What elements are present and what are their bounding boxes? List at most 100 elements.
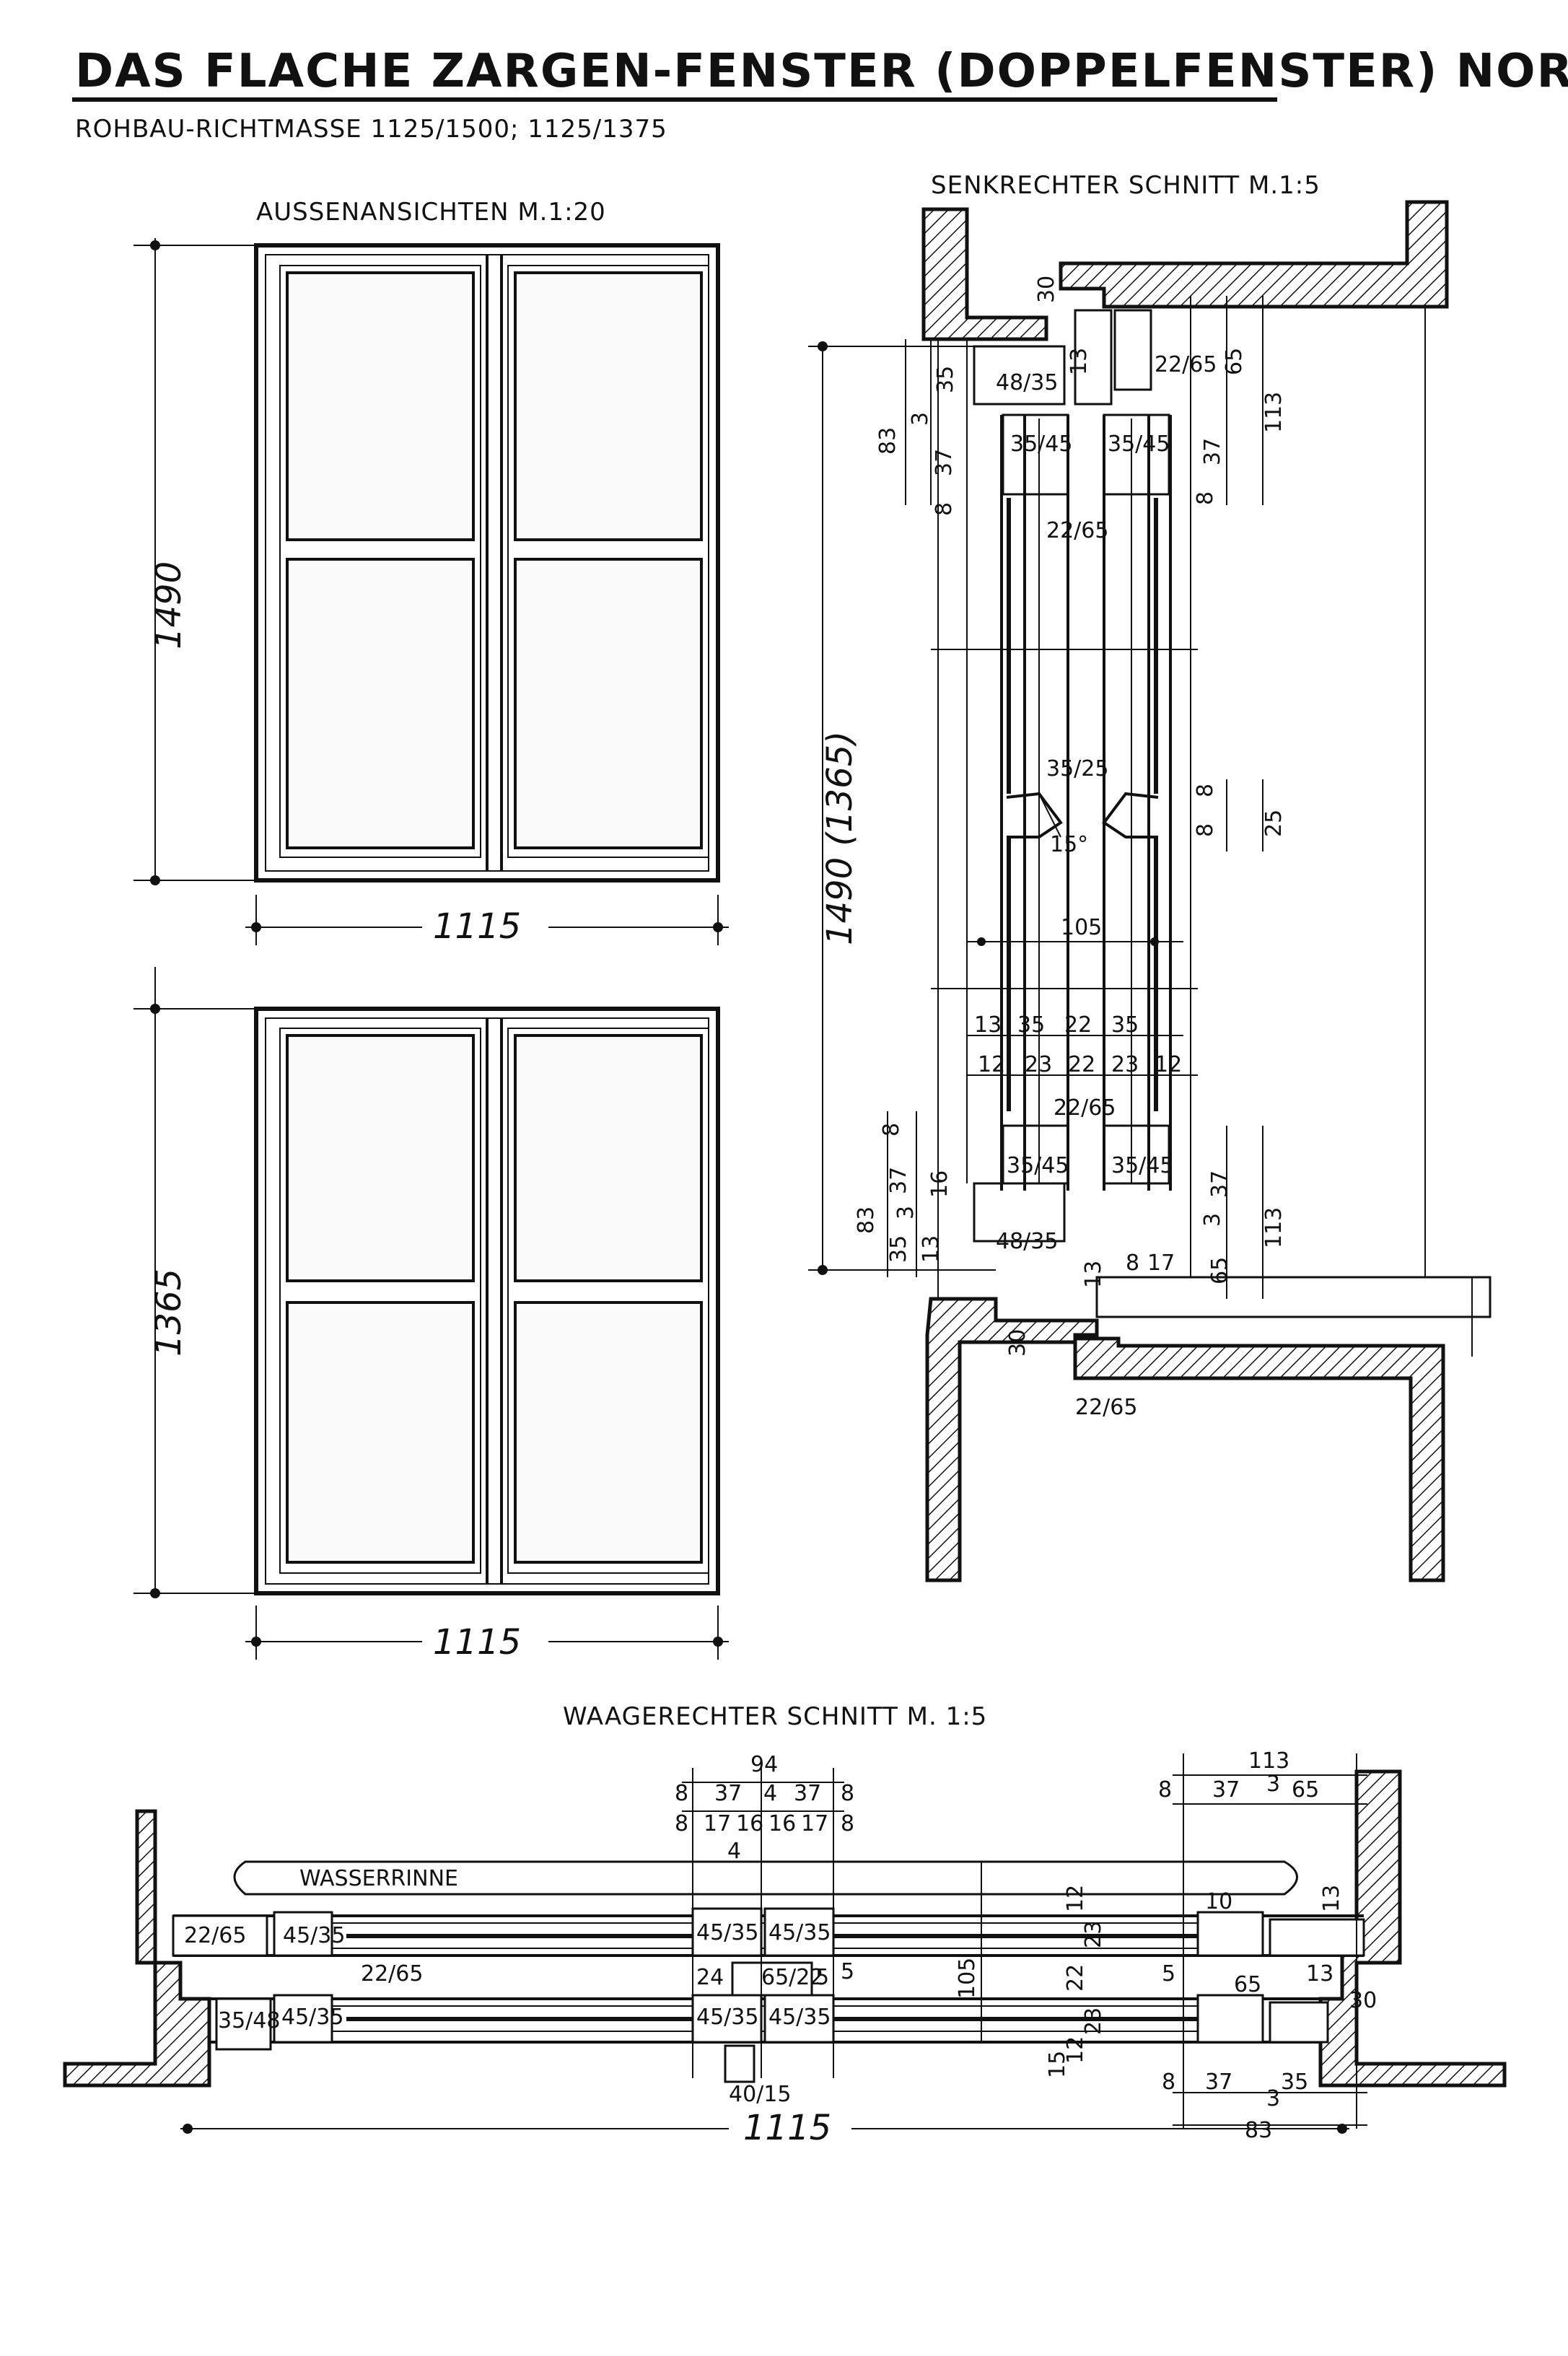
svg-text:30: 30 xyxy=(1034,276,1059,303)
svg-text:23: 23 xyxy=(1081,1921,1106,1948)
svg-text:45/35: 45/35 xyxy=(696,1920,758,1945)
svg-text:5: 5 xyxy=(815,1965,829,1990)
lower-window-elevation xyxy=(254,1007,720,1595)
svg-text:23: 23 xyxy=(1025,1052,1052,1077)
svg-text:35: 35 xyxy=(1017,1012,1045,1038)
svg-text:8: 8 xyxy=(841,1781,854,1806)
svg-text:35/48: 35/48 xyxy=(218,2008,280,2033)
horizontal-section: WAAGERECHTER SCHNITT M. 1:5 WASSERRINNE xyxy=(63,1702,1507,2148)
svg-text:37: 37 xyxy=(932,449,957,476)
svg-text:10: 10 xyxy=(1205,1889,1232,1914)
svg-text:35/45: 35/45 xyxy=(1007,1153,1069,1178)
svg-text:83: 83 xyxy=(854,1207,879,1234)
svg-text:4: 4 xyxy=(763,1781,777,1806)
upper-height-dimension: 1490 xyxy=(133,238,256,885)
sheet-title: DAS FLACHE ZARGEN-FENSTER (DOPPELFENSTER… xyxy=(75,45,1568,98)
svg-text:12: 12 xyxy=(1063,2036,1088,2064)
svg-text:8: 8 xyxy=(1162,2070,1175,2095)
svg-text:8: 8 xyxy=(1158,1777,1172,1803)
svg-text:22/65: 22/65 xyxy=(1155,352,1217,377)
svg-text:13: 13 xyxy=(1066,348,1092,375)
svg-text:65: 65 xyxy=(1234,1972,1261,1997)
svg-text:3: 3 xyxy=(1200,1213,1225,1227)
svg-text:12: 12 xyxy=(1063,1885,1088,1912)
svg-text:94: 94 xyxy=(750,1752,778,1777)
svg-text:35/45: 35/45 xyxy=(1108,432,1170,457)
svg-text:8: 8 xyxy=(1126,1251,1139,1276)
svg-text:35/25: 35/25 xyxy=(1046,756,1108,781)
svg-text:35/45: 35/45 xyxy=(1010,432,1072,457)
svg-text:105: 105 xyxy=(1061,915,1102,940)
svg-text:65: 65 xyxy=(1222,348,1247,375)
svg-text:3: 3 xyxy=(1266,2086,1280,2111)
svg-text:3: 3 xyxy=(893,1206,919,1219)
svg-text:8: 8 xyxy=(1193,491,1218,505)
svg-text:37: 37 xyxy=(886,1167,911,1194)
vertical-section-height-label: 1490 (1365) xyxy=(820,731,860,945)
svg-text:13: 13 xyxy=(1306,1961,1333,1987)
svg-text:16: 16 xyxy=(768,1811,796,1836)
svg-text:113: 113 xyxy=(1261,1207,1287,1248)
svg-text:105: 105 xyxy=(955,1958,980,1999)
vertical-section-bottom-dims: 8 37 83 3 16 35 13 48/35 35/45 35/45 37 … xyxy=(854,1123,1287,1420)
svg-text:4: 4 xyxy=(727,1839,741,1864)
svg-text:15: 15 xyxy=(1045,2051,1070,2078)
svg-text:48/35: 48/35 xyxy=(996,370,1058,395)
lower-width-label: 1115 xyxy=(433,1622,521,1663)
svg-text:8: 8 xyxy=(675,1781,688,1806)
svg-text:12: 12 xyxy=(1155,1052,1182,1077)
svg-text:13: 13 xyxy=(1081,1261,1106,1288)
svg-text:22/65: 22/65 xyxy=(1054,1095,1116,1121)
elevation-label: AUSSENANSICHTEN M.1:20 xyxy=(256,198,606,227)
svg-text:48/35: 48/35 xyxy=(996,1229,1058,1254)
svg-text:5: 5 xyxy=(841,1959,854,1984)
sheet-subtitle: ROHBAU-RICHTMASSE 1125/1500; 1125/1375 xyxy=(75,115,667,144)
upper-window-elevation xyxy=(254,243,720,883)
svg-text:8: 8 xyxy=(1193,823,1218,837)
svg-text:8: 8 xyxy=(675,1811,688,1836)
svg-text:37: 37 xyxy=(1200,438,1225,465)
svg-text:22/65: 22/65 xyxy=(1046,518,1108,543)
svg-text:22/65: 22/65 xyxy=(184,1923,246,1948)
svg-text:24: 24 xyxy=(696,1965,724,1990)
svg-text:113: 113 xyxy=(1261,392,1287,433)
svg-text:45/35: 45/35 xyxy=(768,2005,831,2030)
vertical-section-top-dims: 30 48/35 22/65 65 113 35 3 83 37 8 35/45… xyxy=(875,276,1287,543)
svg-text:35/45: 35/45 xyxy=(1111,1153,1173,1178)
svg-text:13: 13 xyxy=(1319,1885,1344,1912)
horizontal-section-part-dims: 22/65 45/35 22/65 35/48 45/35 45/35 45/3… xyxy=(184,1885,1377,2107)
svg-text:8: 8 xyxy=(841,1811,854,1836)
svg-text:5: 5 xyxy=(1162,1961,1175,1987)
svg-text:113: 113 xyxy=(1248,1748,1289,1774)
svg-text:3: 3 xyxy=(1266,1772,1280,1797)
svg-text:35: 35 xyxy=(1111,1012,1139,1038)
svg-text:16: 16 xyxy=(927,1170,952,1198)
svg-text:8: 8 xyxy=(879,1123,904,1137)
svg-text:22: 22 xyxy=(1064,1012,1092,1038)
svg-text:23: 23 xyxy=(1081,2007,1106,2035)
svg-text:37: 37 xyxy=(1212,1777,1240,1803)
horizontal-section-top-dims: 94 8 37 4 37 8 8 17 16 16 17 8 4 113 8 3… xyxy=(675,1748,1319,1864)
svg-text:37: 37 xyxy=(1205,2070,1232,2095)
lower-height-dimension: 1365 xyxy=(133,967,256,1598)
svg-text:30: 30 xyxy=(1349,1988,1377,2013)
upper-height-label: 1490 xyxy=(149,561,189,649)
svg-text:65: 65 xyxy=(1292,1777,1319,1803)
svg-text:13: 13 xyxy=(974,1012,1002,1038)
svg-text:35: 35 xyxy=(886,1235,911,1263)
svg-text:37: 37 xyxy=(794,1781,821,1806)
svg-text:83: 83 xyxy=(1245,2118,1272,2143)
svg-text:15°: 15° xyxy=(1050,832,1088,857)
svg-text:30: 30 xyxy=(1005,1329,1030,1357)
svg-text:45/35: 45/35 xyxy=(768,1920,831,1945)
svg-text:17: 17 xyxy=(704,1811,731,1836)
svg-text:22/65: 22/65 xyxy=(361,1961,423,1987)
svg-text:25: 25 xyxy=(1261,810,1287,837)
svg-text:45/35: 45/35 xyxy=(281,2005,343,2030)
upper-width-label: 1115 xyxy=(433,906,521,947)
svg-text:37: 37 xyxy=(1207,1170,1232,1198)
svg-text:45/35: 45/35 xyxy=(283,1923,345,1948)
svg-text:37: 37 xyxy=(714,1781,742,1806)
svg-text:35: 35 xyxy=(933,366,958,393)
